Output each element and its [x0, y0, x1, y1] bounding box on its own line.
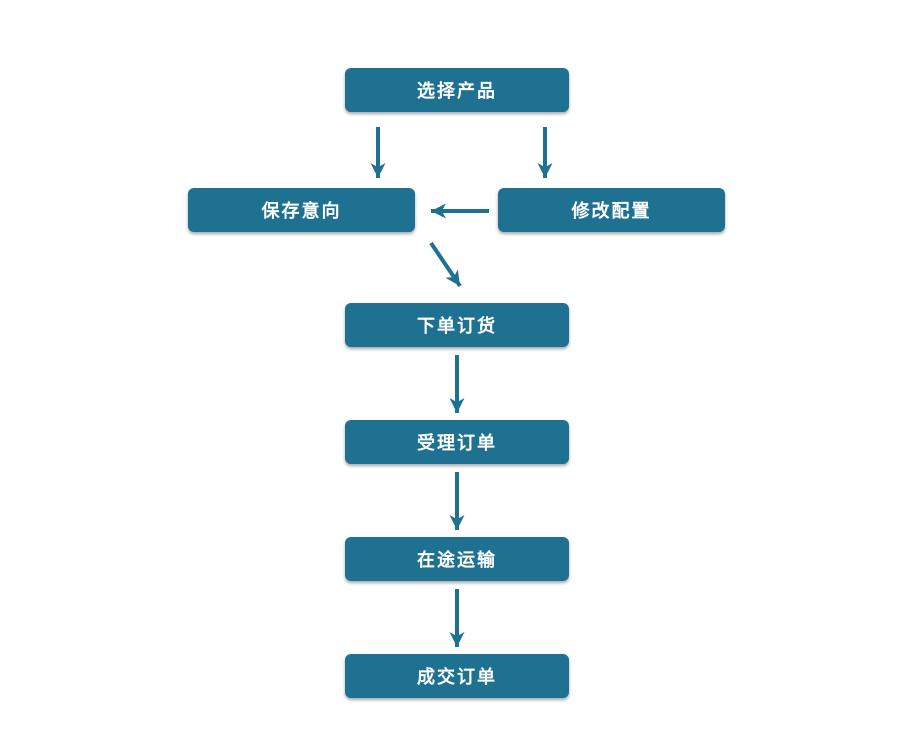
node-deal-order: 成交订单: [345, 654, 569, 698]
node-place-order: 下单订货: [345, 303, 569, 347]
node-modify-config: 修改配置: [498, 188, 725, 232]
node-in-transit: 在途运输: [345, 537, 569, 581]
arrow-save-to-place: [429, 241, 462, 288]
node-accept-order: 受理订单: [345, 420, 569, 464]
node-save-intention: 保存意向: [188, 188, 415, 232]
node-select-product: 选择产品: [345, 68, 569, 112]
